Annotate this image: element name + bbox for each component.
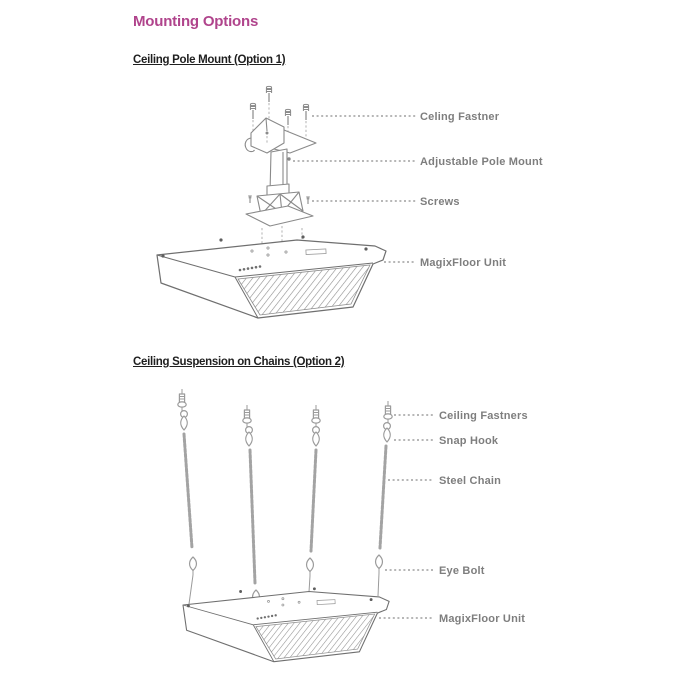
label-ceiling-fastener: Celing Fastner <box>420 111 500 123</box>
pole-base-mount <box>245 183 314 258</box>
ceiling-mount-bracket <box>244 117 317 154</box>
label-snap-hook: Snap Hook <box>439 435 499 447</box>
chain-suspension-diagram: Ceiling Fastners Snap Hook Steel Chain E… <box>177 388 528 663</box>
chain-suspension-callouts: Ceiling Fastners Snap Hook Steel Chain E… <box>379 410 528 625</box>
page-title: Mounting Options <box>133 13 259 30</box>
pole-mount-callouts: Celing Fastner Adjustable Pole Mount Scr… <box>293 111 543 269</box>
label-screws: Screws <box>420 196 460 208</box>
section-heading-chain-suspension: Ceiling Suspension on Chains (Option 2) <box>133 356 345 368</box>
magixfloor-unit-option2 <box>182 586 390 663</box>
label-magixfloor-unit-2: MagixFloor Unit <box>439 613 525 625</box>
label-magixfloor-unit-1: MagixFloor Unit <box>420 257 506 269</box>
chain-assembly-3 <box>305 404 321 593</box>
label-adjustable-pole-mount: Adjustable Pole Mount <box>420 156 543 168</box>
label-ceiling-fasteners: Ceiling Fastners <box>439 410 528 422</box>
chain-assembly-4 <box>374 400 393 597</box>
chain-assembly-2 <box>242 404 261 624</box>
label-steel-chain: Steel Chain <box>439 475 501 487</box>
chain-assembly-1 <box>177 388 198 605</box>
magixfloor-unit-option1 <box>156 234 387 319</box>
section-heading-pole-mount: Ceiling Pole Mount (Option 1) <box>133 54 286 66</box>
label-eye-bolt: Eye Bolt <box>439 565 485 577</box>
pole-mount-diagram: Celing Fastner Adjustable Pole Mount Scr… <box>156 85 543 319</box>
